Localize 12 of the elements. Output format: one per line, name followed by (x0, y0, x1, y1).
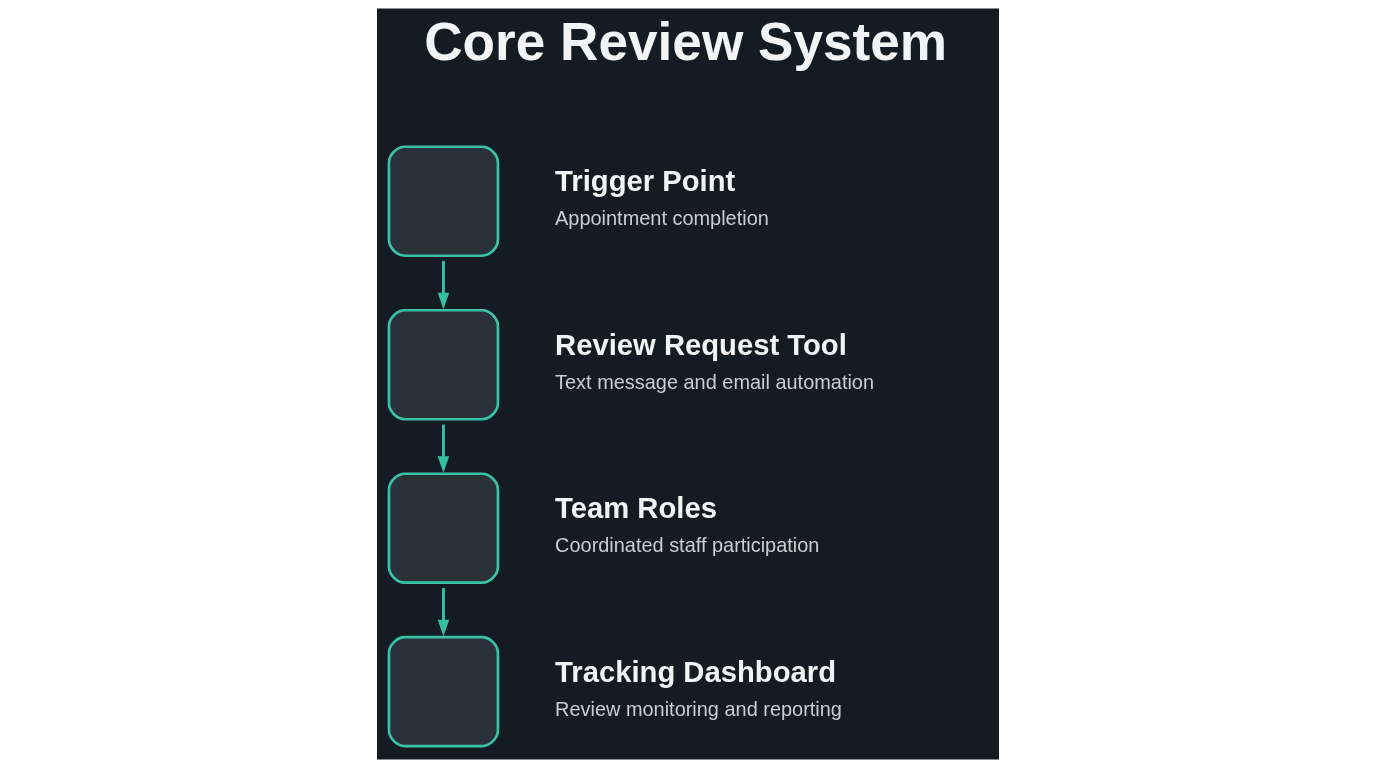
node-label: Tracking Dashboard (555, 655, 836, 688)
node-label: Text message and email automation (555, 370, 875, 393)
node-label: Review Request Tool (555, 328, 847, 361)
node-label: Trigger Point (555, 165, 736, 198)
node-label: Review monitoring and reporting (555, 697, 842, 720)
arrow (437, 424, 450, 473)
arrow (437, 588, 450, 637)
diagram-title: Core Review System (424, 12, 948, 72)
arrow (437, 261, 450, 310)
node-label: Team Roles (555, 492, 717, 525)
node-label: Coordinated staff participation (555, 534, 820, 557)
node-label: Appointment completion (555, 207, 769, 230)
